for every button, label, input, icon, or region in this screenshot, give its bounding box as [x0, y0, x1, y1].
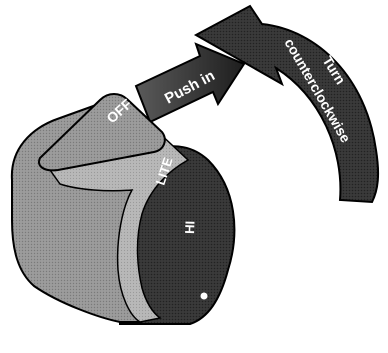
turn-arrow	[196, 6, 378, 202]
knob-position-dot	[201, 293, 208, 300]
knob-label-hi: HI	[182, 221, 197, 235]
turn-arrow-shape	[196, 6, 378, 202]
knob: OFF LITE HI	[12, 94, 235, 324]
